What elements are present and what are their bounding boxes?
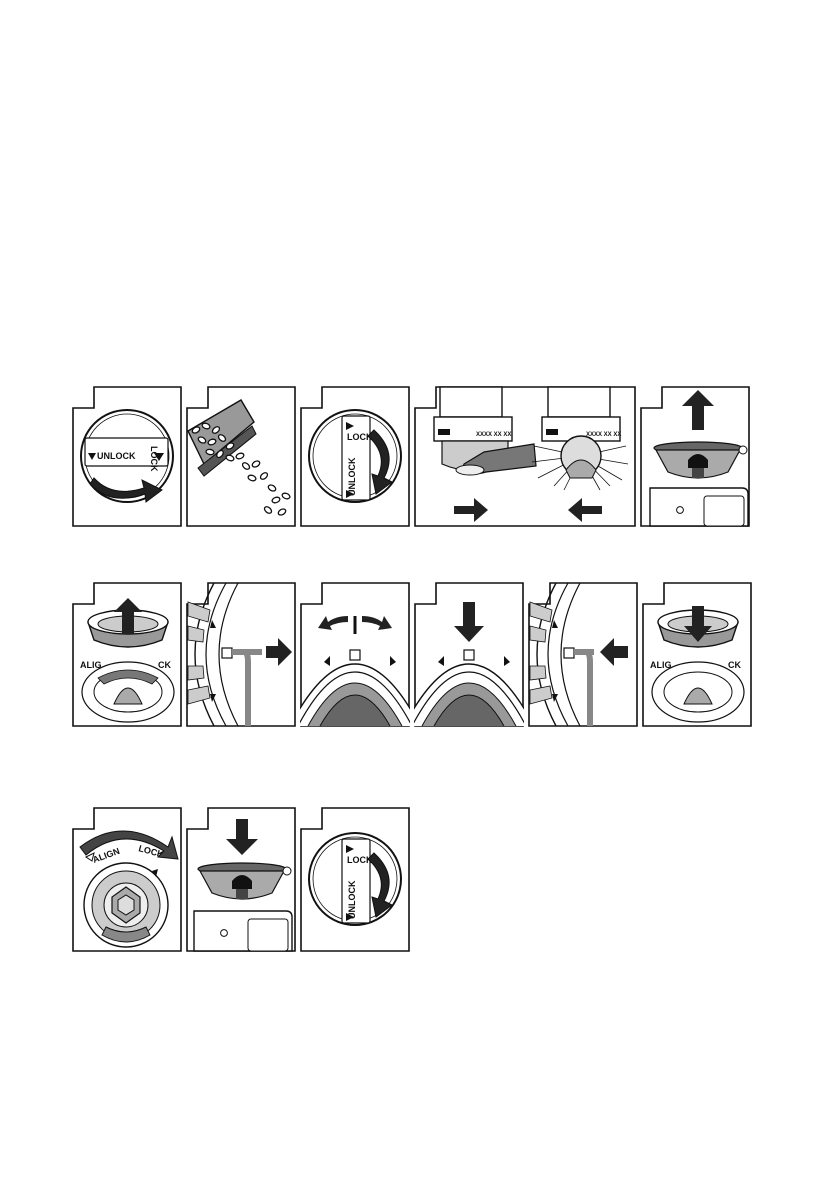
unlock-label: UNLOCK (347, 880, 357, 919)
step-lock-dial-final: LOCK UNLOCK (300, 807, 410, 952)
step-unlock-to-lock-dial: UNLOCK LOCK (72, 386, 182, 527)
step-remove-hopper (640, 386, 750, 527)
unlock-label: UNLOCK (97, 451, 136, 461)
step-add-beans (186, 386, 296, 527)
step-replace-hopper (186, 807, 296, 952)
machine-label: XXXX XX XX (476, 432, 511, 438)
lock-label: CK (728, 660, 741, 670)
align-label: ALIG (80, 660, 102, 670)
step-remove-upper-burr: ALIG CK (72, 582, 182, 727)
step-portafilter-insert: XXXX XX XX XXXX XX XX (414, 386, 636, 527)
step-push-wire-in (528, 582, 638, 727)
align-label: ALIG (650, 660, 672, 670)
machine-label: XXXX XX XX (586, 432, 621, 438)
lock-label: LOCK (149, 446, 159, 472)
step-adjust-ring (300, 582, 410, 727)
step-insert-upper-burr: ALIG CK (642, 582, 752, 727)
step-pull-wire-out (186, 582, 296, 727)
step-align-and-lock-burr: ALIGN LOCK (72, 807, 182, 952)
unlock-label: UNLOCK (347, 457, 357, 496)
step-press-down-ring (414, 582, 524, 727)
step-lock-dial: LOCK UNLOCK (300, 386, 410, 527)
lock-label: CK (158, 660, 171, 670)
